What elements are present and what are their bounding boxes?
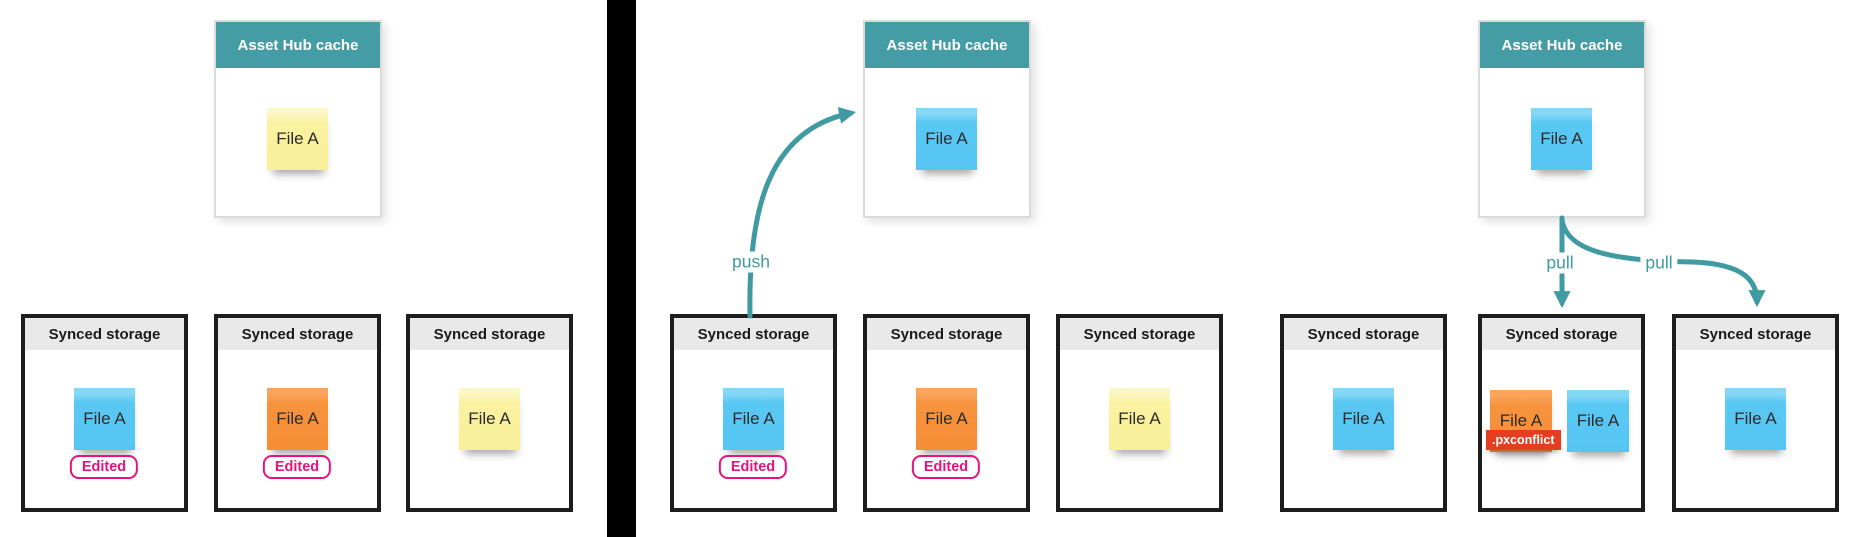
storage-header: Synced storage	[1676, 318, 1835, 350]
sticky-note-file-a: File A	[1725, 388, 1786, 450]
sticky-note-file-a: File A	[916, 108, 977, 170]
edited-badge: Edited	[262, 455, 332, 479]
storage-header: Synced storage	[1482, 318, 1641, 350]
storage-header: Synced storage	[867, 318, 1026, 350]
storage-header: Synced storage	[1060, 318, 1219, 350]
pull-label-right: pull	[1640, 252, 1678, 274]
synced-storage-box: Synced storage	[406, 314, 573, 512]
synced-storage-box: Synced storage	[1056, 314, 1223, 512]
pull-label-left: pull	[1541, 252, 1579, 274]
storage-header: Synced storage	[1284, 318, 1443, 350]
sticky-note-file-a: File A	[1531, 108, 1592, 170]
edited-badge: Edited	[69, 455, 139, 479]
sticky-note-file-a: File A	[1333, 388, 1394, 450]
storage-header: Synced storage	[218, 318, 377, 350]
cache-header: Asset Hub cache	[216, 22, 380, 68]
synced-storage-box: Synced storage	[214, 314, 381, 512]
sticky-note-file-a: File A	[74, 388, 135, 450]
sticky-note-file-a: File A	[916, 388, 977, 450]
storage-header: Synced storage	[674, 318, 833, 350]
synced-storage-box: Synced storage	[1280, 314, 1447, 512]
edited-badge: Edited	[911, 455, 981, 479]
pxconflict-badge: .pxconflict	[1486, 430, 1561, 450]
sticky-note-file-a: File A	[267, 108, 328, 170]
sticky-note-file-a: File A	[723, 388, 784, 450]
panel-divider	[607, 0, 636, 537]
push-label: push	[727, 251, 775, 273]
asset-hub-cache-box: Asset Hub cache	[863, 20, 1031, 218]
sticky-note-file-a: File A	[459, 388, 520, 450]
sticky-note-file-a: File A	[267, 388, 328, 450]
cache-header: Asset Hub cache	[1480, 22, 1644, 68]
sticky-note-file-a: File A	[1109, 388, 1170, 450]
synced-storage-box: Synced storage	[863, 314, 1030, 512]
edited-badge: Edited	[718, 455, 788, 479]
cache-header: Asset Hub cache	[865, 22, 1029, 68]
sticky-note-file-a: File A	[1567, 390, 1629, 452]
storage-header: Synced storage	[410, 318, 569, 350]
push-arrow	[747, 107, 856, 319]
storage-header: Synced storage	[25, 318, 184, 350]
